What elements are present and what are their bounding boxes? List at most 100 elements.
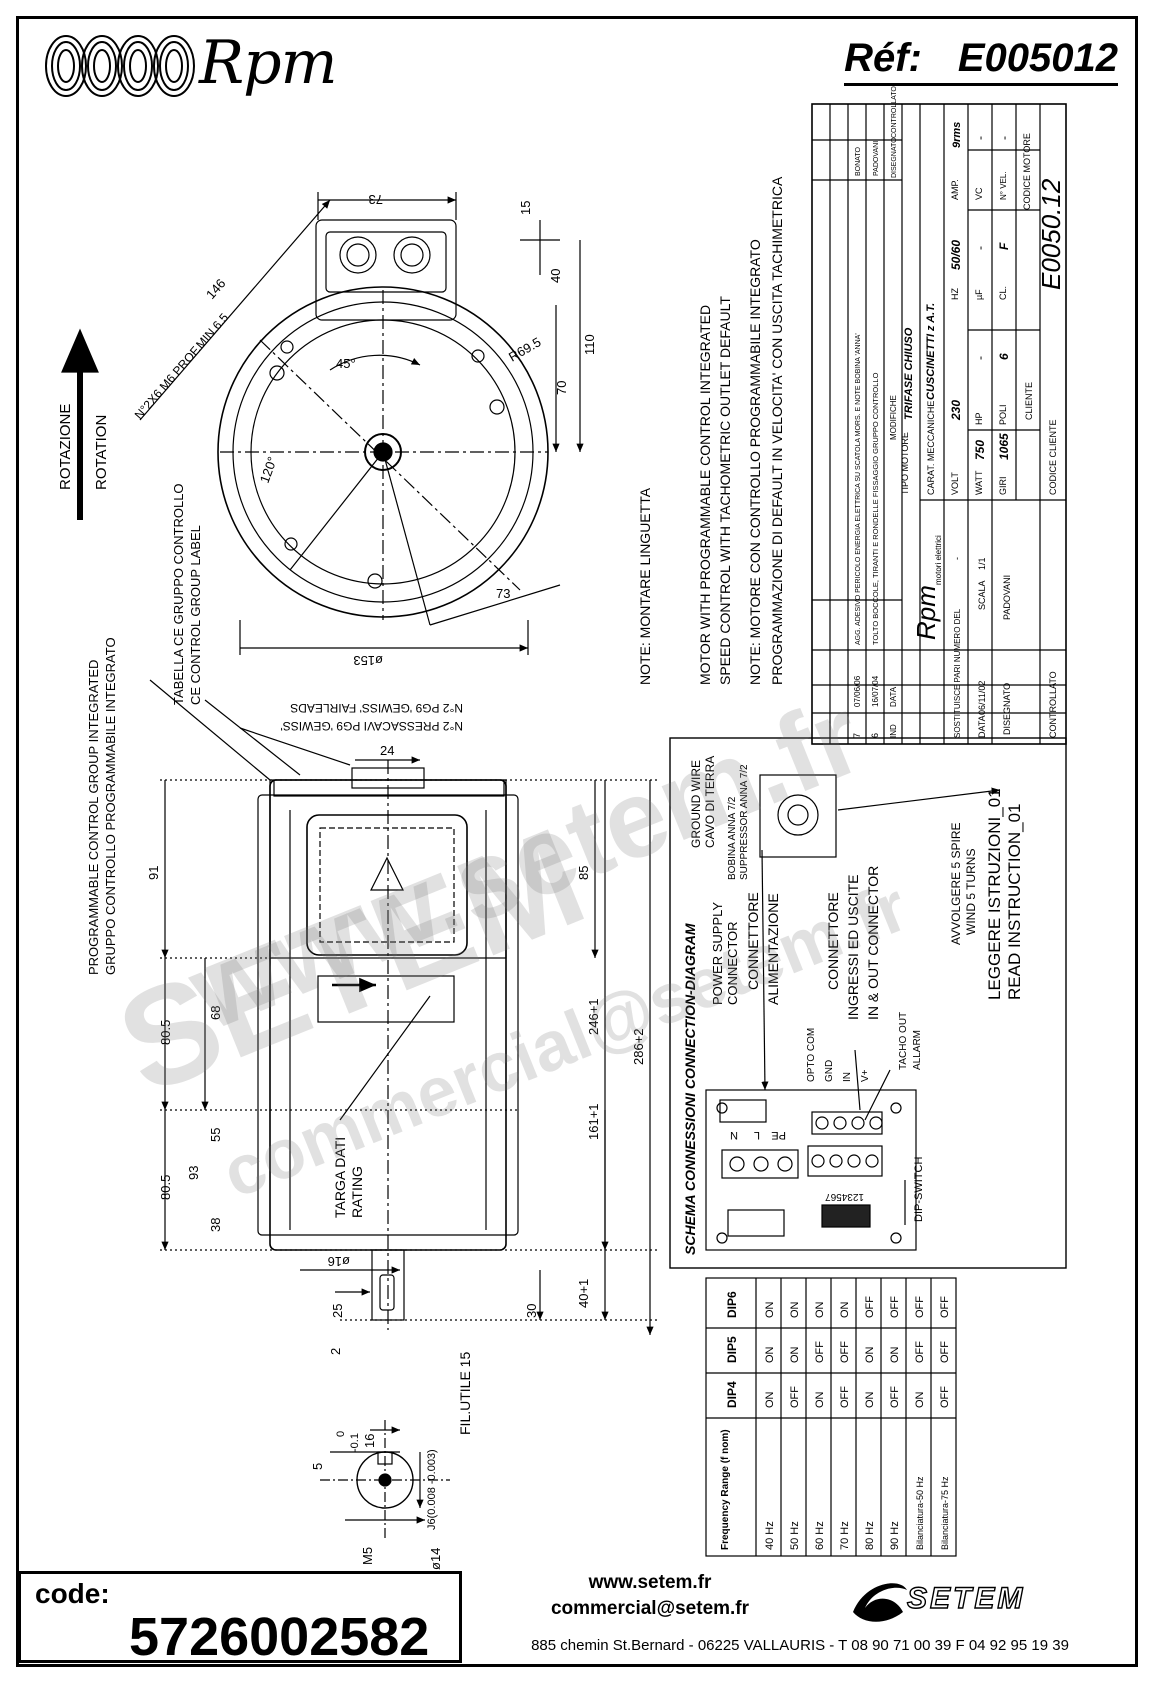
h-data: DATA [889,686,898,707]
dim-40-shaft: 40+1 [576,1279,591,1308]
tacho-out: TACHO OUT [898,1012,909,1070]
io-connector: IN & OUT CONNECTOR [865,866,881,1020]
tb-tipo: TIPO MOTORE [900,432,910,495]
dim-161: 161+1 [586,1103,601,1140]
dip-cell: OFF [889,1386,901,1408]
dip-cell: OFF [939,1296,951,1318]
dip-cell: OFF [914,1296,926,1318]
shaft-01: -0.1 [349,1433,361,1452]
dip-cell: ON [814,1301,826,1318]
dim-120: 120° [257,455,280,485]
tb-watt: WATT [974,470,984,495]
connection-diagram [669,737,1067,1269]
title-block [811,103,1067,745]
tb-watt-val: 750 [973,440,987,460]
dip-table [705,1277,957,1557]
dip-row-freq: Bilanciatura-75 Hz [940,1476,950,1550]
note-linguetta: NOTE: MONTARE LINGUETTA [637,487,653,685]
tb-nvel: N° VEL. [999,171,1008,200]
tb-cl: CL. [998,286,1008,300]
tb-volt: VOLT [950,472,960,495]
brand-name: Rpm [199,28,337,98]
mod-ind-7: 7 [852,733,862,738]
targa-label: TARGA DATI [332,1137,348,1218]
dim-153: ø153 [353,653,383,668]
h-ind: IND [889,724,898,738]
tb-data-label: DATA [977,715,987,738]
mod-desc-6: TOLTO BOCCOLE, TIRANTI E RONDELLE FISSAG… [871,372,880,645]
fil-utile: FIL.UTILE 15 [457,1352,473,1435]
code-value: 5726002582 [129,1607,430,1667]
io-connettore: CONNETTORE [825,892,841,990]
dim-91: 91 [146,866,161,880]
io-ingressi: INGRESSI ED USCITE [845,875,861,1020]
tb-scala-val: 1/1 [977,557,987,570]
mod-data-6: 16/07/04 [871,675,880,707]
mod-desc-7: AGG. ADESIVO PERICOLO ENERGIA ELETTRICA … [855,333,862,645]
tb-hp: HP [974,412,984,425]
tb-uf-val: - [973,246,987,250]
tb-carat-val: CUSCINETTI z A.T. [925,303,937,400]
dip-cell: ON [889,1346,901,1363]
dip-switch-label: DIP-SWITCH [913,1157,925,1222]
tb-cl-val: F [997,242,1011,250]
tb-disegnato-val: PADOVANI [1002,575,1012,620]
dim-73-top: 73 [369,192,383,207]
dip-cell: OFF [889,1296,901,1318]
tacho-allarm: ALLARM [912,1030,923,1070]
code-label: code: [35,1578,110,1609]
tb-amp: AMP. [950,179,960,200]
pcg-label-1: PROGRAMMABLE CONTROL GROUP INTEGRATED [86,660,101,975]
connettore-2: ALIMENTAZIONE [765,893,781,1005]
dip-cell: OFF [864,1296,876,1318]
shaft-0: 0 [335,1431,347,1437]
dim-68: 68 [208,1006,223,1020]
footer-website[interactable]: www.setem.fr [588,1572,712,1593]
dim-246: 246+1 [586,998,601,1035]
dim-146: 146 [203,276,229,302]
tb-giri: GIRI [998,476,1008,495]
ref-value: E005012 [957,36,1118,80]
note-line-4: PROGRAMMAZIONE DI DEFAULT IN VELOCITA' C… [769,176,785,685]
dim-24: 24 [380,743,394,758]
dip-cell: ON [789,1301,801,1318]
footer-email[interactable]: commercial@setem.fr [550,1598,750,1619]
tb-controllato: CONTROLLATO [1048,671,1058,738]
note-line-1: MOTOR WITH PROGRAMMABLE CONTROL INTEGRAT… [697,305,713,685]
dim-55: 55 [208,1128,223,1142]
tb-carat: CARAT. MECCANICHE [926,401,936,495]
dip-numbers: 1234567 [825,1191,864,1202]
dip-cell: OFF [939,1341,951,1363]
rating-label: RATING [349,1166,365,1218]
h-disegnato: DISEGNATO [891,137,898,178]
motor-front-view [217,219,549,626]
shaft-14: ø14 [428,1548,443,1570]
tb-hz-val: 50/60 [949,240,963,270]
fairleads-label: N°2 PG9 'GEWISS' FAIRLEADS [290,701,463,715]
dim-40: 40 [548,269,563,283]
rpm-logo: Rpm [44,28,364,104]
tb-tipo-val: TRIFASE CHIUSO [903,327,915,420]
drawing-sheet [16,16,1138,1667]
tb-uf: µF [974,289,984,300]
dim-45: 45° [336,356,356,371]
tb-vc-val: - [973,136,987,140]
tb-vc: VC [974,187,984,200]
cavo-terra: CAVO DI TERRA [703,756,717,848]
footer-address: 885 chemin St.Bernard - 06225 VALLAURIS … [531,1637,1069,1654]
dip-cell: OFF [789,1386,801,1408]
tb-data-val: 06/11/02 [977,681,987,715]
dip-row-freq: 80 Hz [864,1521,876,1550]
dip-cell: OFF [839,1341,851,1363]
mod-sign-7: BONATO [855,147,862,176]
dim-73-bottom: 73 [496,586,510,601]
dip-header-freq: Frequency Range (f nom) [720,1429,731,1550]
bobina-label: BOBINA ANNA 7/2 [727,796,738,880]
pressacavi-label: N°2 PRESSACAVI PG9 'GEWISS' [280,719,463,733]
fixing-note: N°2X6 M6 PROF.MIN.6.5 [132,310,232,422]
dim-25: 25 [330,1304,345,1318]
dip-row-freq: 40 Hz [764,1521,776,1550]
power-supply-2: CONNECTOR [725,921,740,1005]
